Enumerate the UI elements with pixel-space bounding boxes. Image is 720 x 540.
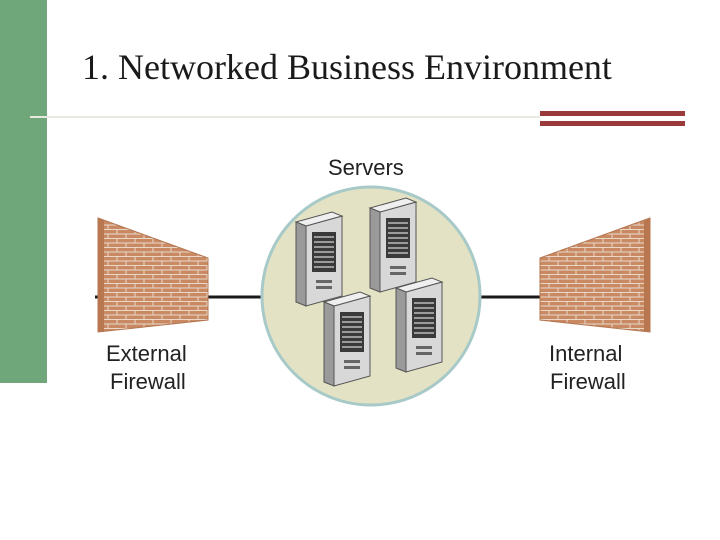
server-icon [395,277,443,373]
slide-title: 1. Networked Business Environment [82,47,612,87]
title-accent-rule [540,111,685,127]
internal-firewall-label-line2: Firewall [550,369,626,394]
external-firewall-icon [97,217,209,333]
external-firewall-label-line2: Firewall [110,369,186,394]
title-underline [30,116,540,118]
server-icon [369,197,417,293]
server-icon [295,211,343,307]
decorative-side-bar [0,0,47,383]
external-firewall-label-line1: External [106,341,187,366]
server-icon [323,291,371,387]
internal-firewall-label-line1: Internal [549,341,623,366]
internal-firewall-icon [539,217,651,333]
servers-label: Servers [328,155,404,180]
